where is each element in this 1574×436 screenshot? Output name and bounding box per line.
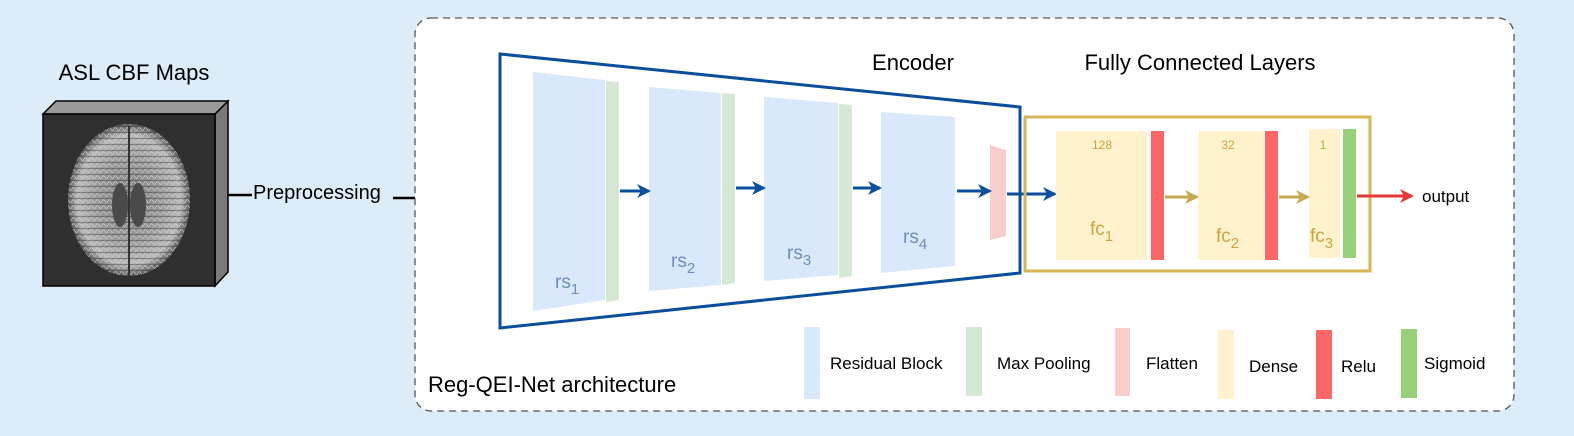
legend-label-flatten: Flatten bbox=[1146, 354, 1198, 373]
legend-label-relu: Relu bbox=[1341, 357, 1376, 376]
flatten-layer bbox=[990, 145, 1006, 240]
block-label-rs2: rs2 bbox=[671, 251, 695, 277]
sigmoid-layer bbox=[1343, 129, 1356, 258]
legend-swatch-flatten bbox=[1115, 328, 1130, 396]
encoder-frame bbox=[498, 52, 1022, 330]
fc3-units: 1 bbox=[1320, 138, 1327, 152]
fc1-units: 128 bbox=[1092, 138, 1112, 152]
fc2-units: 32 bbox=[1221, 138, 1235, 152]
residual-block-2 bbox=[649, 87, 721, 291]
residual-block-1 bbox=[533, 72, 605, 311]
block-label-rs1: rs1 bbox=[555, 272, 579, 298]
legend-swatch-residual-block bbox=[804, 327, 820, 399]
legend-label-max-pooling: Max Pooling bbox=[997, 354, 1091, 373]
brain-scan-image bbox=[41, 99, 230, 288]
residual-block-3 bbox=[764, 97, 838, 281]
encoder-title: Encoder bbox=[872, 50, 954, 75]
dense-layer-2 bbox=[1198, 131, 1264, 260]
max-pooling-3 bbox=[839, 104, 852, 278]
relu-2 bbox=[1265, 131, 1278, 260]
fc-label-1: fc1 bbox=[1090, 219, 1113, 245]
input-title: ASL CBF Maps bbox=[59, 60, 210, 85]
legend-label-sigmoid: Sigmoid bbox=[1424, 354, 1485, 373]
legend-swatch-dense bbox=[1218, 330, 1234, 399]
max-pooling-2 bbox=[722, 93, 735, 285]
fc-frame bbox=[1023, 115, 1372, 273]
output-label: output bbox=[1422, 187, 1470, 206]
dense-layer-3 bbox=[1309, 129, 1340, 258]
block-label-rs3: rs3 bbox=[787, 243, 811, 269]
legend-swatch-relu bbox=[1316, 330, 1332, 399]
fc-label-2: fc2 bbox=[1216, 226, 1239, 252]
fc-title: Fully Connected Layers bbox=[1084, 50, 1315, 75]
legend-swatch-sigmoid bbox=[1401, 329, 1417, 398]
max-pooling-1 bbox=[606, 81, 619, 302]
panel-caption: Reg-QEI-Net architecture bbox=[428, 372, 676, 397]
block-label-rs4: rs4 bbox=[903, 227, 927, 253]
legend-label-dense: Dense bbox=[1249, 357, 1298, 376]
legend-label-residual-block: Residual Block bbox=[830, 354, 943, 373]
fc-label-3: fc3 bbox=[1310, 226, 1333, 252]
legend: Residual Block Max Pooling Flatten Dense… bbox=[804, 327, 1485, 399]
relu-1 bbox=[1151, 131, 1164, 260]
legend-swatch-max-pooling bbox=[966, 327, 982, 396]
dense-layer-1 bbox=[1056, 131, 1147, 260]
residual-block-4 bbox=[881, 112, 955, 273]
preprocessing-label: Preprocessing bbox=[253, 182, 381, 204]
